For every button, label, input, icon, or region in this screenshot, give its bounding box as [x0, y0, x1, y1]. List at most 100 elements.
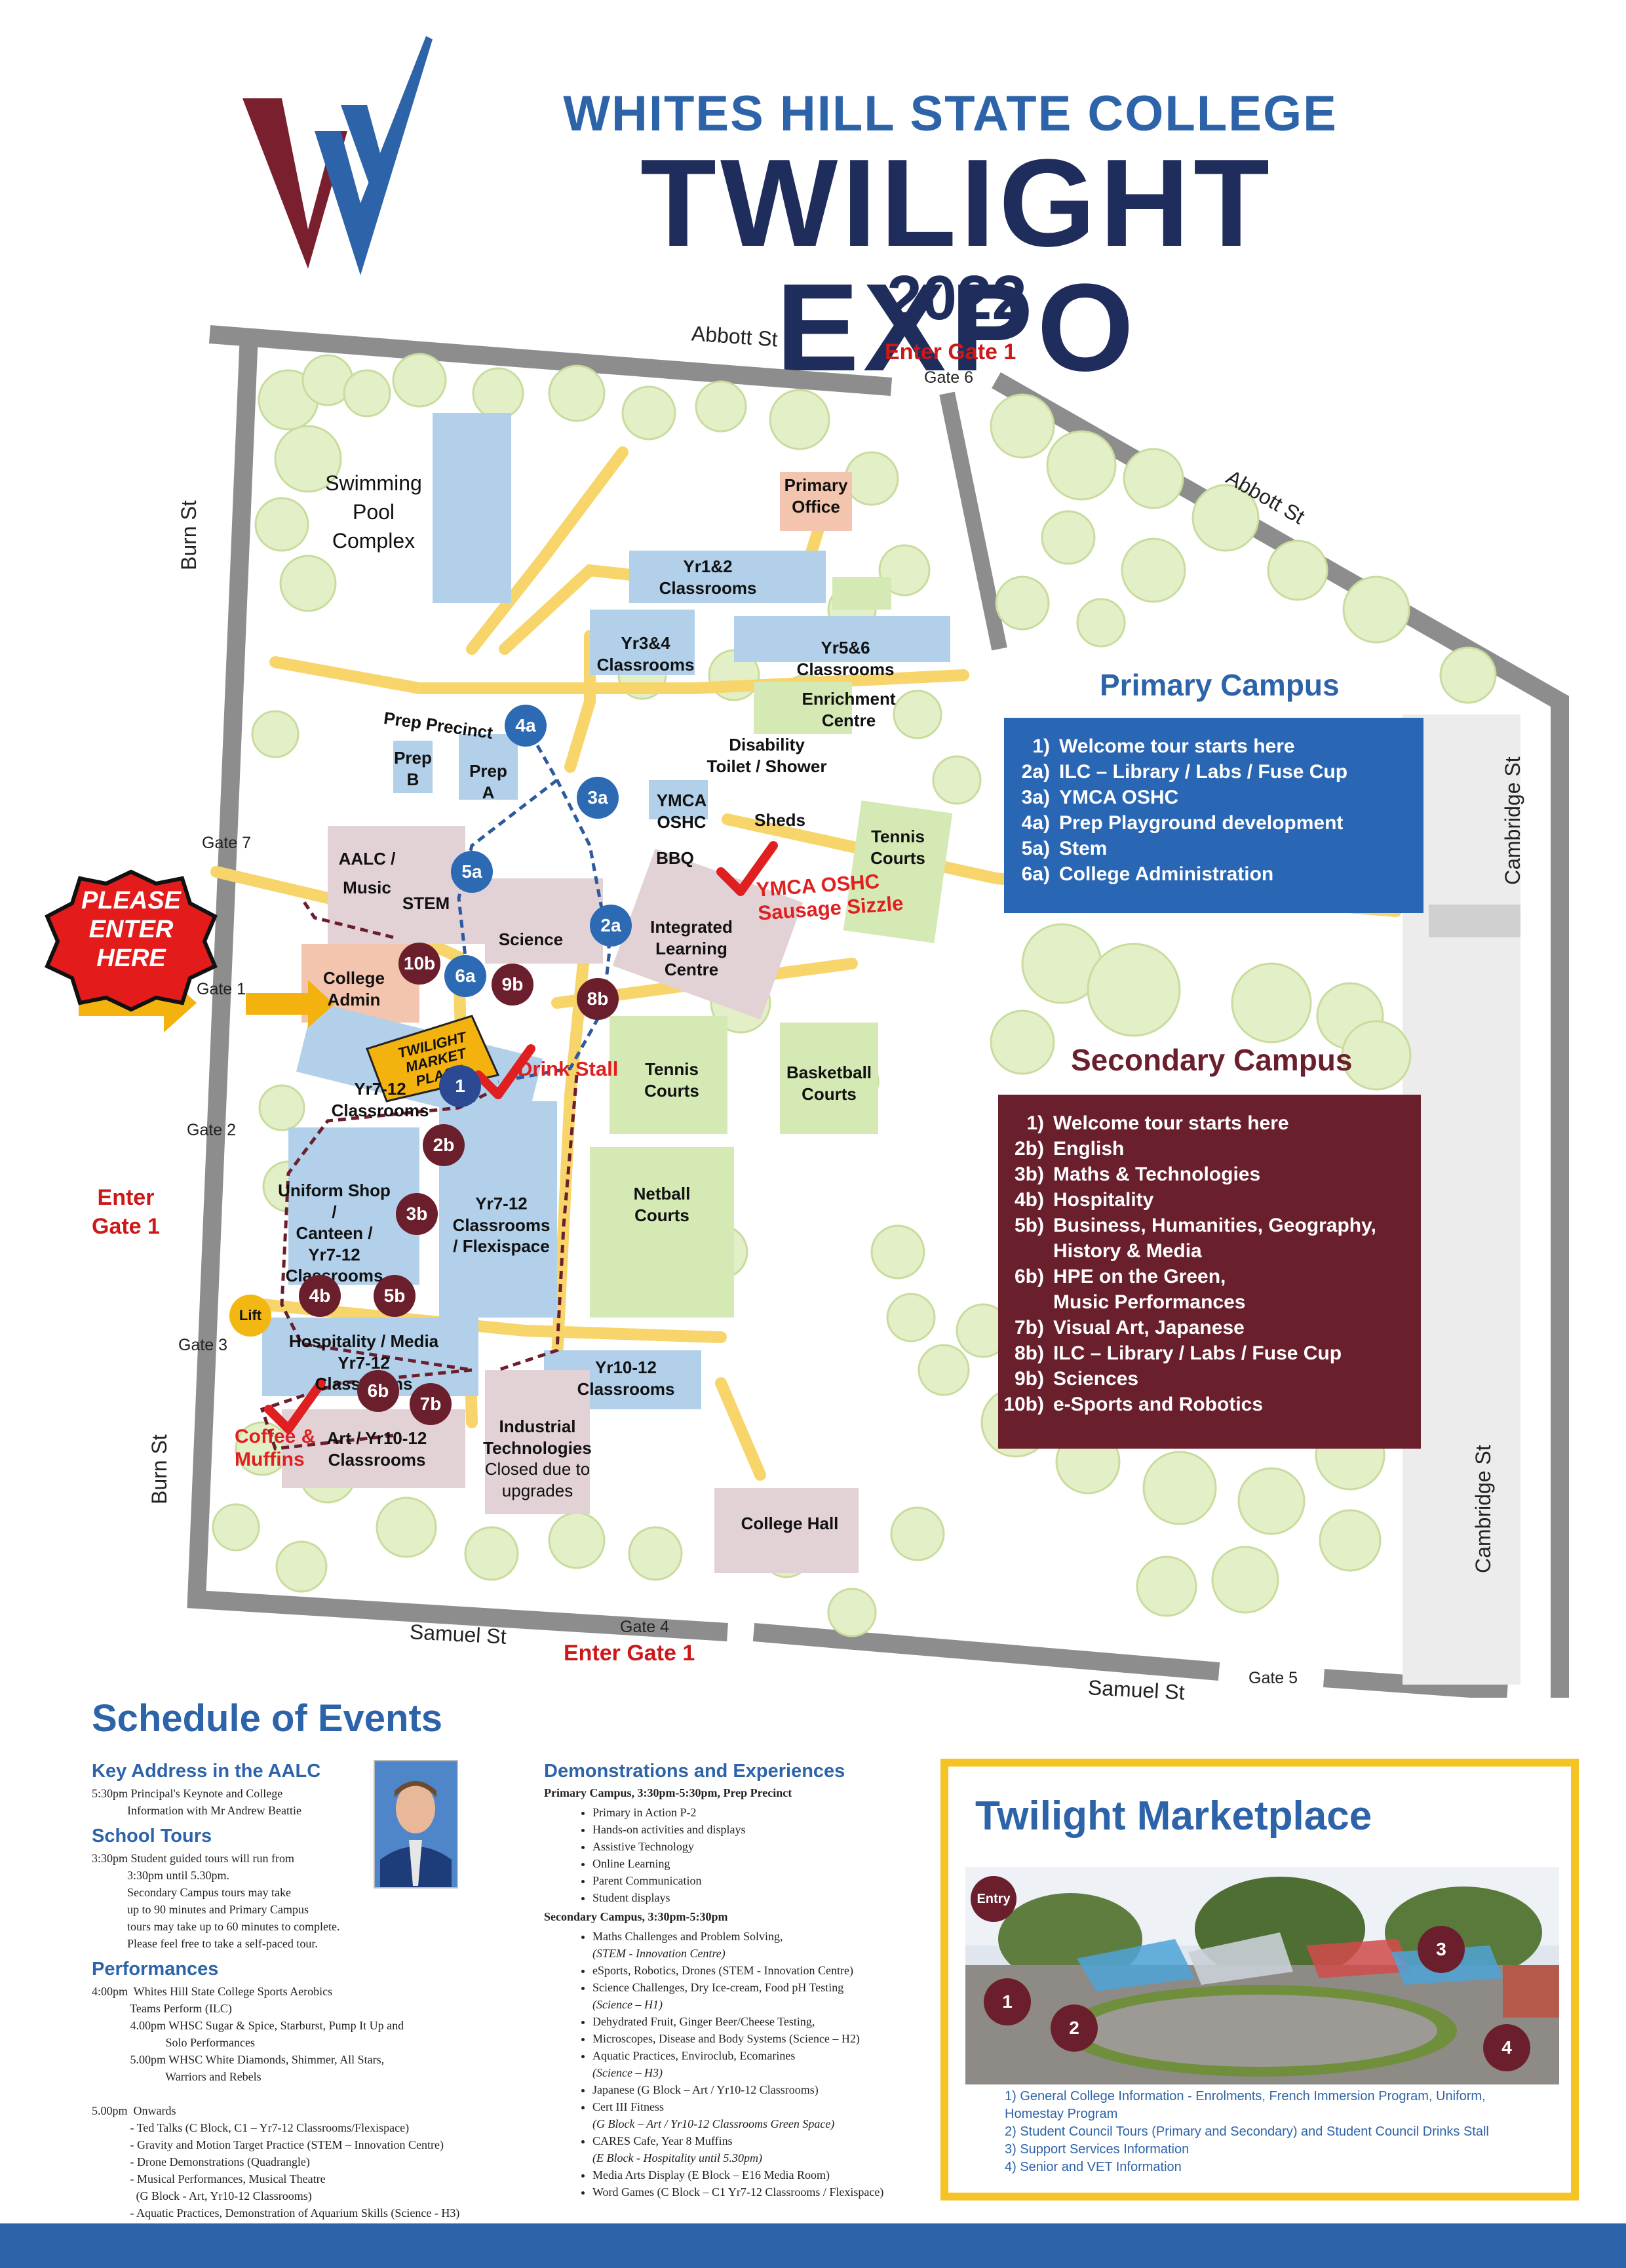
label-disability: Disability Toilet / Shower [701, 734, 832, 777]
tennis1-line-2: Courts [870, 848, 925, 868]
secondary-campus-item-number: 10b) [1003, 1394, 1044, 1415]
marker-10b[interactable]: 10b [398, 943, 440, 985]
primary-campus-item-label: ILC – Library / Labs / Fuse Cup [1059, 761, 1348, 783]
photo-marker-1[interactable]: 1 [984, 1978, 1031, 2025]
secondary-campus-item-number: 2b) [1015, 1138, 1044, 1160]
demos-primary-heading: Primary Campus, 3:30pm-5:30pm, Prep Prec… [544, 1786, 792, 1799]
please-enter-sign: PLEASE ENTER HERE [72, 886, 190, 973]
secondary-campus-item: 9b)Sciences [998, 1366, 1421, 1392]
college-name: WHITES HILL STATE COLLEGE [563, 86, 1338, 142]
school-tours-line: tours may take up to 60 minutes to compl… [92, 1920, 340, 1933]
marker-6b[interactable]: 6b [357, 1370, 399, 1412]
prep-a-line-2: A [482, 782, 495, 802]
marker-9b[interactable]: 9b [492, 964, 533, 1006]
enrichment-line-1: Enrichment [802, 689, 896, 709]
schedule-column-left: Key Address in the AALC 5:30pm Principal… [92, 1754, 459, 2239]
demos-secondary-list: Maths Challenges and Problem Solving,(ST… [544, 1928, 944, 2200]
photo-marker-entry[interactable]: Entry [971, 1876, 1016, 1922]
marker-8b[interactable]: 8b [577, 978, 619, 1020]
enter-gate-left-line2: Gate 1 [92, 1214, 160, 1240]
performances-lines: 4:00pm Whites Hill State College Sports … [92, 1983, 459, 2239]
ymca-line-2: OSHC [657, 811, 707, 832]
admin-line-1: College [323, 968, 385, 988]
primary-campus-item: 5a)Stem [1004, 836, 1423, 861]
photo-marker-3[interactable]: 3 [1418, 1926, 1465, 1973]
marker-3a[interactable]: 3a [577, 777, 619, 819]
yr12-line-2: Classrooms [659, 577, 757, 598]
marker-5b[interactable]: 5b [374, 1275, 416, 1317]
performances-line [92, 2085, 459, 2102]
label-yr12: Yr1&2 Classrooms [649, 556, 767, 598]
flex-line-1: Yr7-12 [475, 1194, 528, 1213]
primary-campus-item-number: 3a) [1021, 787, 1050, 808]
label-enrichment: Enrichment Centre [793, 688, 904, 731]
demos-primary-item: Assistive Technology [592, 1838, 944, 1855]
demos-secondary-item: (G Block – Art / Yr10-12 Classrooms Gree… [592, 2117, 835, 2130]
primary-campus-item-number: 1) [1032, 735, 1050, 757]
marker-1[interactable]: 1 [439, 1065, 481, 1107]
aalc-line-1: AALC / [338, 849, 396, 869]
street-samuel-right: Samuel St [1087, 1675, 1186, 1704]
performances-line: 4.00pm WHSC Sugar & Spice, Starburst, Pu… [92, 2019, 404, 2032]
demos-secondary-item: Dehydrated Fruit, Ginger Beer/Cheese Tes… [592, 2013, 944, 2030]
performances-line: - Gravity and Motion Target Practice (ST… [92, 2138, 444, 2151]
flex-line-2: Classrooms [452, 1215, 551, 1235]
label-bbq: BBQ [656, 848, 694, 868]
primary-campus-item: 2a)ILC – Library / Labs / Fuse Cup [1004, 759, 1423, 785]
ilc-line-3: Centre [664, 960, 719, 979]
gate-4: Gate 4 [620, 1618, 670, 1636]
demos-primary-item: Primary in Action P-2 [592, 1804, 944, 1821]
secondary-campus-item: 8b) ILC – Library / Labs / Fuse Cup [998, 1340, 1421, 1366]
secondary-campus-item-label: e-Sports and Robotics [1053, 1394, 1264, 1415]
sign-line-3: HERE [96, 945, 166, 972]
marker-4a[interactable]: 4a [505, 705, 547, 747]
disability-line-1: Disability [729, 735, 805, 754]
label-college-hall: College Hall [741, 1514, 839, 1533]
label-prep-b: Prep B [390, 747, 436, 790]
photo-marker-2[interactable]: 2 [1051, 2004, 1098, 2052]
performances-line: - Ted Talks (C Block, C1 – Yr7-12 Classr… [92, 2121, 410, 2134]
marker-3b[interactable]: 3b [396, 1193, 438, 1235]
marker-5a[interactable]: 5a [451, 851, 493, 893]
secondary-campus-item-label: ILC – Library / Labs / Fuse Cup [1053, 1342, 1342, 1364]
key-address-lines: 5:30pm Principal's Keynote and College I… [92, 1785, 459, 1819]
school-tours-line: 3:30pm until 5.30pm. [92, 1869, 230, 1882]
secondary-campus-item-number: 5b) [1015, 1215, 1044, 1236]
secondary-campus-item-number: 3b) [1015, 1163, 1044, 1185]
marker-2b[interactable]: 2b [423, 1124, 465, 1166]
primary-campus-item: 4a)Prep Playground development [1004, 810, 1423, 836]
secondary-campus-item-number: 8b) [1015, 1342, 1044, 1364]
secondary-campus-title: Secondary Campus [1071, 1043, 1353, 1077]
marketplace-info-item: Homestay Program [1005, 2107, 1118, 2121]
primary-campus-title: Primary Campus [1100, 668, 1340, 702]
marker-6a[interactable]: 6a [444, 955, 486, 997]
tennis1-line-1: Tennis [871, 827, 925, 846]
secondary-campus-item-label: Music Performances [1053, 1291, 1246, 1313]
marker-2a[interactable]: 2a [590, 905, 632, 947]
gate-7: Gate 7 [202, 834, 252, 852]
demos-secondary-item: Maths Challenges and Problem Solving, [592, 1928, 944, 1945]
prep-b-line-1: Prep [394, 748, 432, 768]
marker-lift[interactable]: Lift [229, 1295, 271, 1337]
tennis2-line-1: Tennis [645, 1059, 699, 1079]
secondary-campus-item: Music Performances [998, 1289, 1421, 1315]
demos-secondary-item: Aquatic Practices, Enviroclub, Ecomarine… [592, 2047, 944, 2064]
label-art: Art / Yr10-12 Classrooms [321, 1428, 433, 1470]
street-samuel-left: Samuel St [409, 1620, 507, 1649]
marketplace-info-list: 1) General College Information - Enrolme… [1005, 2088, 1555, 2176]
tennis2-line-2: Courts [644, 1080, 699, 1101]
primary-campus-item: 6a)College Administration [1004, 861, 1423, 887]
marker-7b[interactable]: 7b [410, 1383, 452, 1425]
gate-5: Gate 5 [1249, 1669, 1298, 1687]
photo-marker-4[interactable]: 4 [1483, 2024, 1530, 2071]
label-yr34: Yr3&4 Classrooms [590, 633, 701, 675]
ilc-line-2: Learning [655, 938, 727, 958]
performances-line: 5.00pm WHSC White Diamonds, Shimmer, All… [92, 2053, 385, 2066]
yr712a-line-2: Classrooms [331, 1100, 429, 1120]
demos-secondary-item: (Science – H1) [592, 1998, 663, 2011]
demos-secondary-item: (Science – H3) [592, 2066, 663, 2079]
secondary-campus-item: History & Media [998, 1238, 1421, 1264]
schedule-title: Schedule of Events [92, 1697, 443, 1740]
marker-4b[interactable]: 4b [299, 1275, 341, 1317]
